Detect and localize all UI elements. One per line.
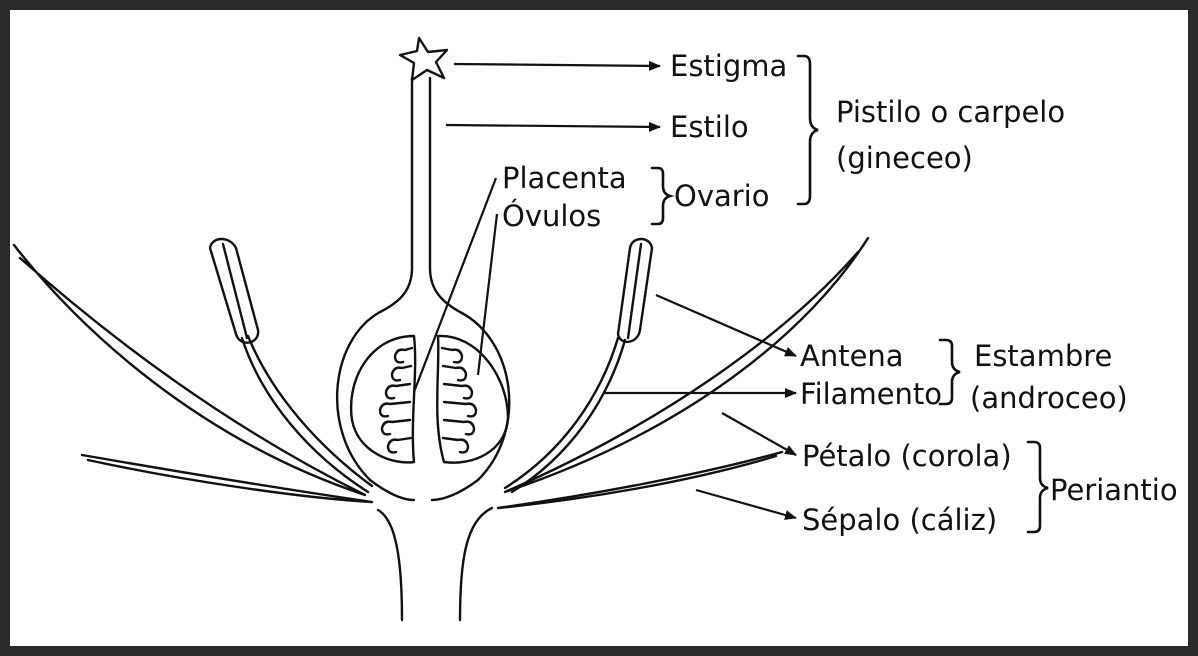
- label-periantio: Periantio: [1050, 473, 1178, 507]
- stigma: [400, 38, 447, 80]
- pointer-ovulos: [478, 214, 497, 375]
- label-estilo: Estilo: [670, 110, 749, 144]
- anther-left-line: [223, 244, 247, 338]
- pointer-placenta: [414, 178, 496, 392]
- petal-left: [14, 245, 365, 495]
- label-gineceo: (gineceo): [836, 141, 973, 175]
- pointer-sepalo: [696, 490, 796, 518]
- label-estigma: Estigma: [670, 49, 787, 83]
- stem: [378, 508, 492, 620]
- pointer-antena: [656, 295, 796, 356]
- ovary-outer: [337, 312, 509, 500]
- label-androceo: (androceo): [970, 381, 1128, 415]
- ovules-left: [380, 348, 412, 452]
- label-sepalo: Sépalo (cáliz): [802, 503, 997, 537]
- brace-pistilo: [798, 56, 818, 204]
- ovary-cavity-right: [437, 336, 508, 463]
- label-estambre: Estambre: [974, 339, 1112, 373]
- label-ovulos: Óvulos: [502, 199, 601, 233]
- brace-estambre: [940, 340, 960, 404]
- label-ovario: Ovario: [674, 179, 769, 213]
- style: [380, 78, 460, 312]
- ovary-cavity-left: [351, 336, 415, 462]
- ovules-right: [442, 348, 476, 452]
- pointer-petalo: [722, 413, 796, 455]
- brace-ovario: [652, 168, 670, 224]
- label-filamento: Filamento: [800, 377, 942, 411]
- anther-right-line: [628, 244, 641, 338]
- label-petalo: Pétalo (corola): [802, 439, 1012, 473]
- pointer-estilo: [446, 125, 660, 127]
- label-antena: Antena: [800, 339, 904, 373]
- brace-periantio: [1028, 442, 1048, 532]
- label-pistilo: Pistilo o carpelo: [836, 95, 1065, 129]
- label-placenta: Placenta: [502, 161, 627, 195]
- pointer-estigma: [454, 64, 660, 66]
